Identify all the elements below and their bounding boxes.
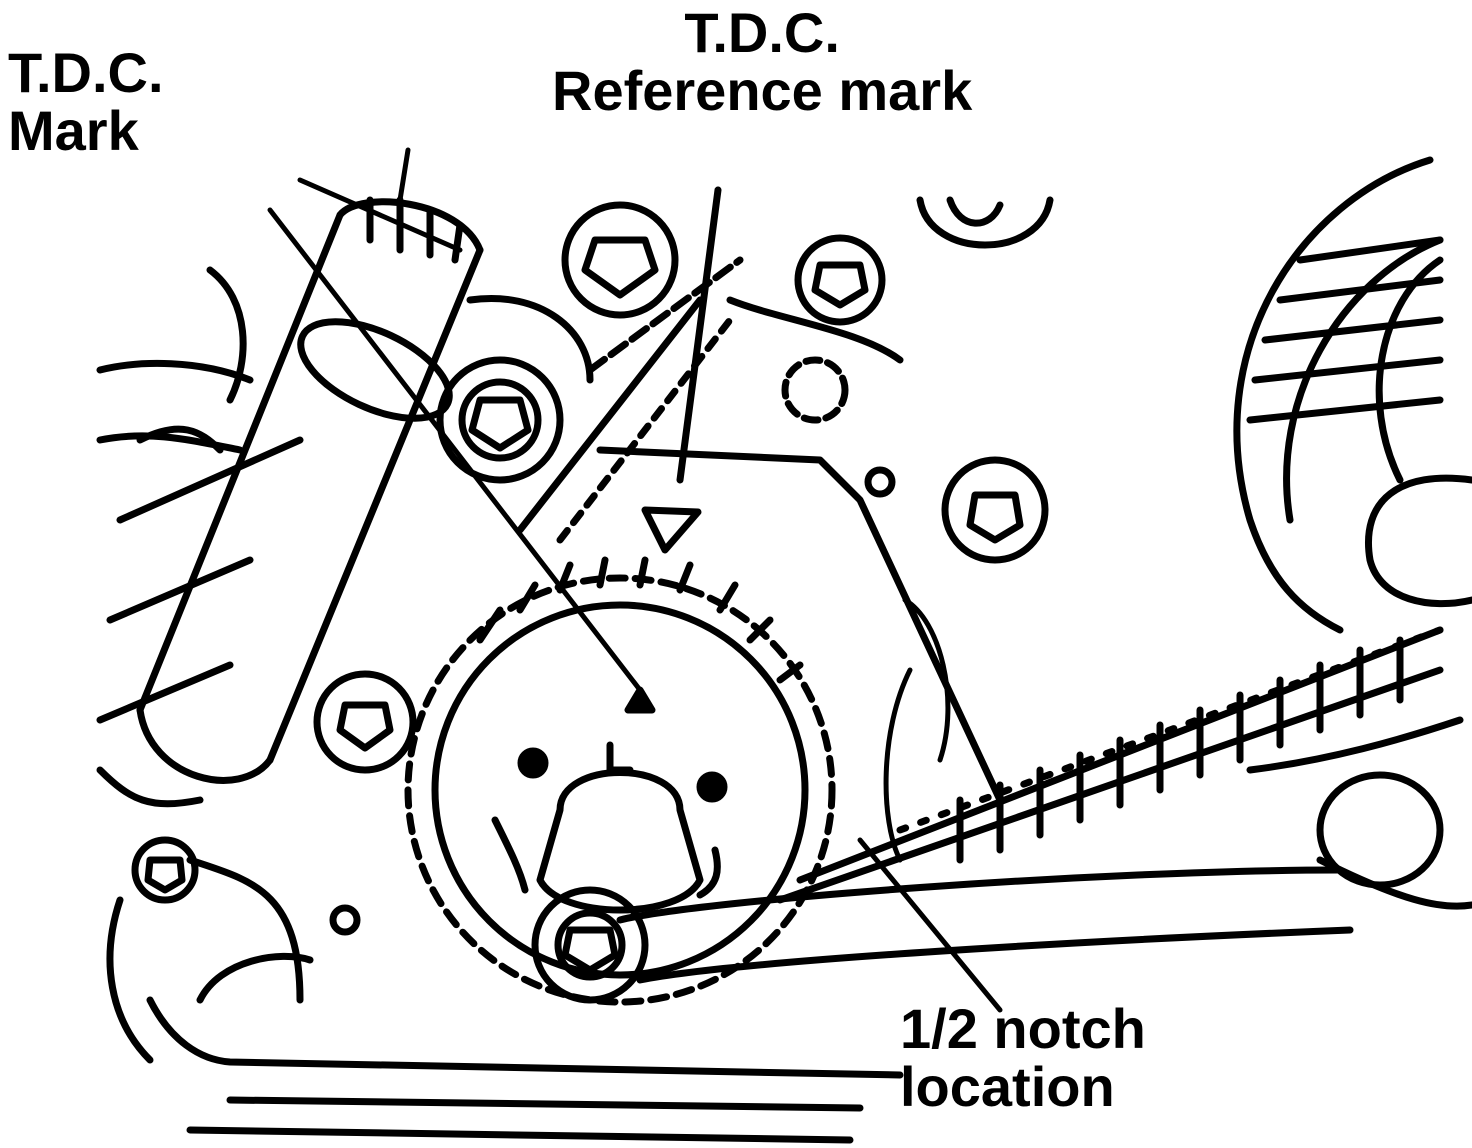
- right-pulley: [1233, 156, 1472, 634]
- leader-lines: [267, 147, 1003, 1013]
- lower-housing-lines: [106, 896, 904, 1144]
- half-notch-location-label-line1: 1/2 notch: [900, 997, 1146, 1060]
- tensioner-pulley: [436, 295, 594, 484]
- tensioner-arm: [136, 196, 484, 784]
- camshaft-sprocket: [404, 556, 836, 1006]
- left-block-outline: [96, 266, 304, 808]
- tdc-mark-label: T.D.C. Mark: [8, 44, 164, 160]
- timing-belt-upper-run: [516, 256, 1004, 804]
- lower-left-bolts: [131, 670, 417, 1004]
- lever-bar: [616, 716, 1472, 984]
- tdc-mark-label-line2: Mark: [8, 99, 139, 162]
- timing-belt-lower-run: [776, 626, 1444, 904]
- tdc-reference-mark-label: T.D.C. Reference mark: [552, 4, 972, 120]
- tdc-mark-label-line1: T.D.C.: [8, 41, 164, 104]
- tdc-reference-mark-label-line2: Reference mark: [552, 59, 973, 122]
- half-notch-location-label-line2: location: [900, 1055, 1115, 1118]
- tdc-reference-mark-label-line1: T.D.C.: [684, 1, 840, 64]
- reference-mark-pointer: [641, 186, 722, 554]
- half-notch-location-label: 1/2 notch location: [900, 1000, 1146, 1116]
- upper-bolts: [561, 196, 1054, 564]
